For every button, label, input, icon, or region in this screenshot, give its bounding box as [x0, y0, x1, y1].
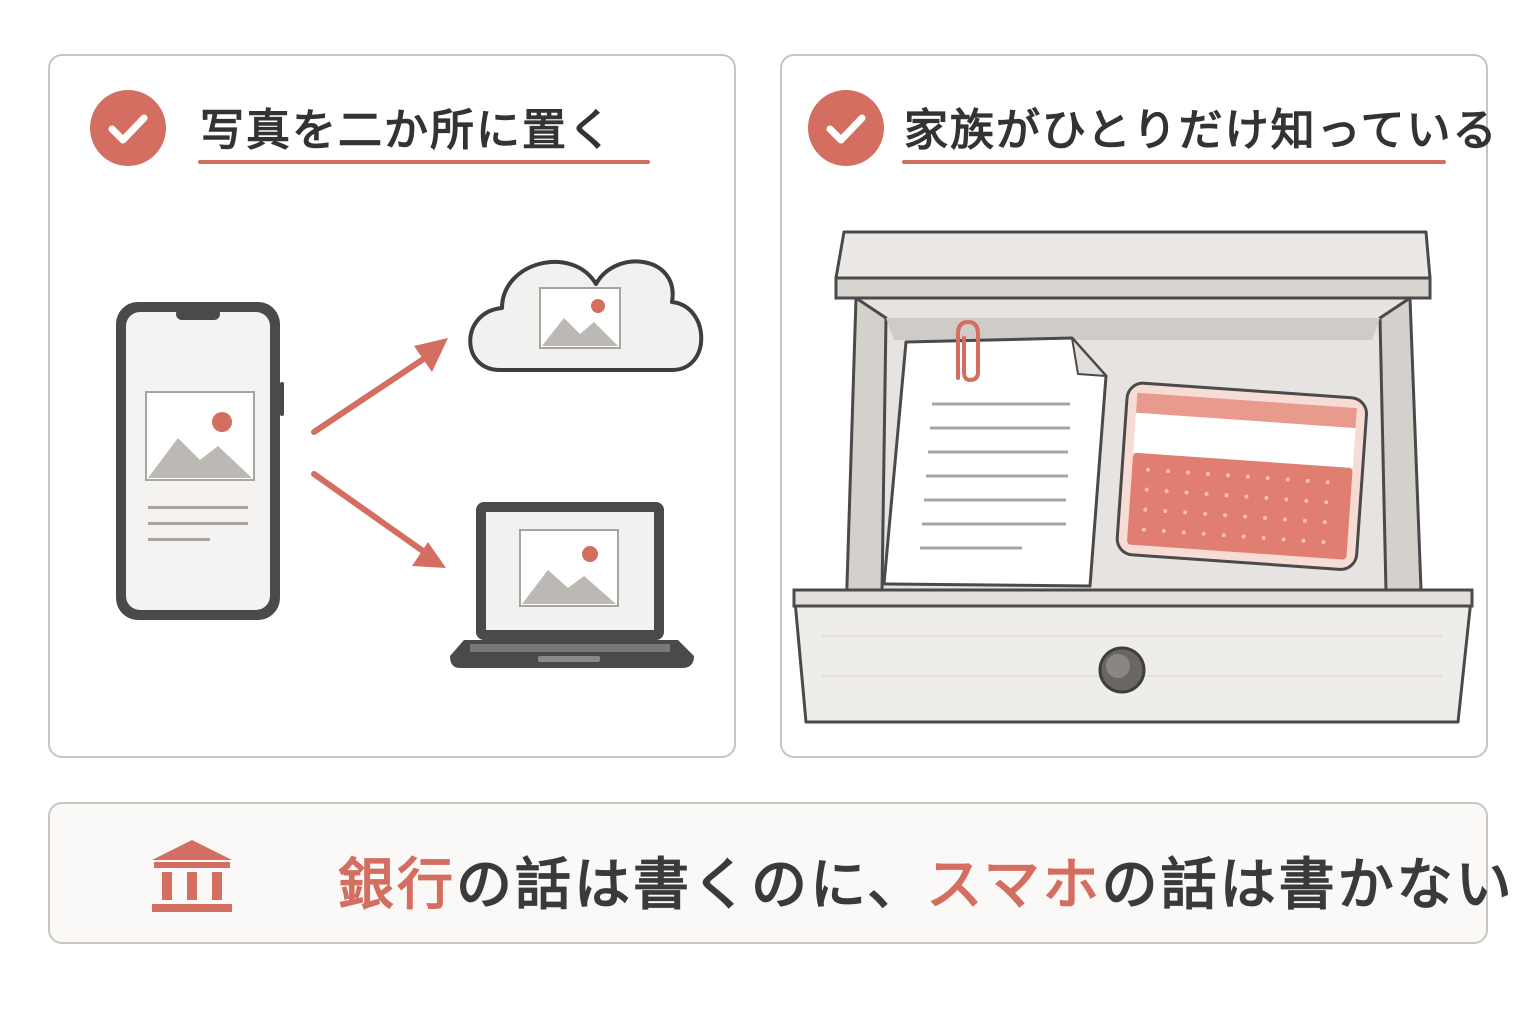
panel-title: 家族がひとりだけ知っている	[904, 105, 1499, 156]
check-icon	[90, 90, 166, 166]
banner-text: 銀行の話は書くのに、スマホの話は書かない	[338, 840, 1515, 921]
image-icon	[145, 391, 255, 481]
drawer-front	[792, 588, 1474, 724]
smartphone-icon	[116, 302, 284, 620]
panel-title: 写真を二か所に置く	[200, 105, 614, 156]
panel-family-knows: 家族がひとりだけ知っている	[780, 54, 1496, 758]
banner-part-3: の話は書かない	[1101, 853, 1515, 918]
panel-two-locations: 写真を二か所に置く	[48, 54, 736, 758]
paperclip-icon	[956, 319, 980, 383]
banner-part-1: の話は書くのに、	[456, 853, 927, 918]
arrow-icon	[311, 338, 448, 568]
banner-part-bank: 銀行	[338, 853, 456, 918]
cloud-icon	[468, 259, 704, 372]
banner-part-smartphone: スマホ	[926, 853, 1102, 918]
title-underline	[198, 160, 650, 164]
backup-illustration	[116, 259, 704, 668]
summary-banner: 銀行の話は書くのに、スマホの話は書かない	[48, 802, 1512, 944]
title-underline	[902, 160, 1446, 164]
document-icon	[882, 336, 1108, 588]
image-icon	[519, 529, 619, 607]
card-icon	[1115, 381, 1368, 571]
check-icon	[808, 90, 884, 166]
image-icon	[539, 287, 621, 349]
bank-icon	[152, 840, 232, 912]
laptop-icon	[450, 502, 694, 668]
drawer-illustration	[792, 230, 1474, 724]
